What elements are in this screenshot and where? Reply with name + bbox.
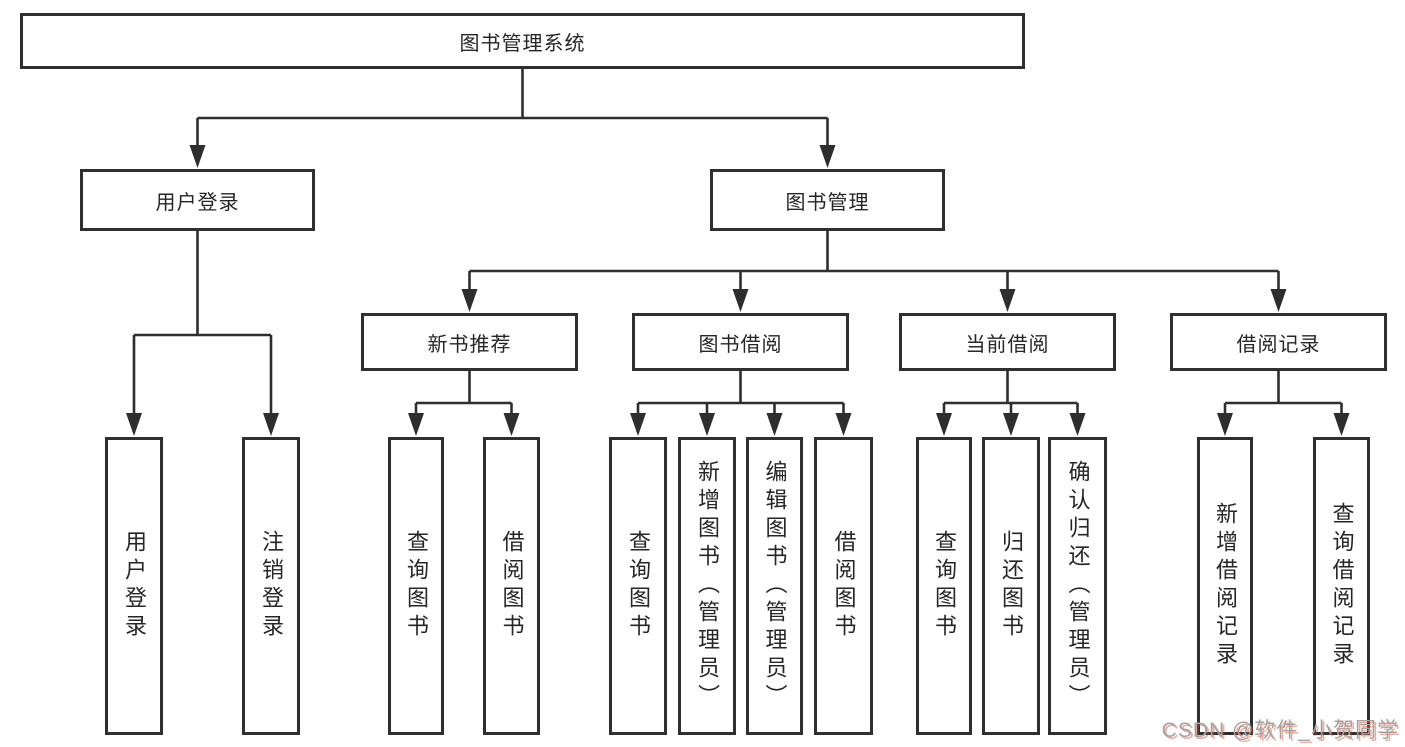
leaf-br-add-record-label: 新增借阅记录 (1213, 502, 1238, 670)
arrowhead-icon (408, 413, 424, 436)
node-current-borrow-label: 当前借阅 (965, 333, 1050, 356)
leaf-cb-return-books: 归还图书 (982, 437, 1040, 735)
leaf-user-login-label: 用户登录 (122, 530, 147, 642)
node-book-mgmt-label: 图书管理 (785, 191, 870, 214)
leaf-bb-edit-books-label: 编辑图书（管理员） (762, 460, 788, 712)
connector-line (196, 69, 829, 146)
leaf-bb-query-books-label: 查询图书 (626, 530, 651, 642)
arrowhead-icon (732, 289, 749, 312)
leaf-nbr-query-books-label: 查询图书 (404, 530, 429, 642)
connector-line (132, 231, 273, 414)
connector-new-book-rec-children (408, 371, 520, 436)
connector-current-borrow-children (936, 371, 1086, 436)
node-borrow-records-label: 借阅记录 (1236, 333, 1321, 356)
connector-root-to-level2 (189, 69, 836, 168)
arrowhead-icon (1270, 289, 1287, 312)
connector-book-borrow-children (630, 371, 852, 436)
node-new-book-rec: 新书推荐 (361, 313, 578, 371)
node-borrow-records: 借阅记录 (1170, 313, 1387, 371)
leaf-bb-borrow-books-label: 借阅图书 (831, 530, 857, 642)
leaf-br-query-record-label: 查询借阅记录 (1329, 502, 1355, 670)
arrowhead-icon (1003, 413, 1019, 436)
leaf-logout-label: 注销登录 (259, 530, 284, 642)
node-book-mgmt: 图书管理 (710, 169, 945, 231)
leaf-bb-add-books-label: 新增图书（管理员） (695, 460, 720, 712)
leaf-cb-query-books-label: 查询图书 (932, 530, 957, 642)
leaf-nbr-borrow-books-label: 借阅图书 (499, 530, 525, 642)
arrowhead-icon (1333, 413, 1350, 436)
csdn-watermark: CSDN @软件_小贺同学 (1161, 719, 1399, 742)
arrowhead-icon (936, 413, 952, 436)
connector-line (636, 371, 845, 414)
arrowhead-icon (766, 413, 783, 436)
connector-user-login-children (126, 231, 279, 436)
connector-line (414, 371, 513, 414)
leaf-br-query-record: 查询借阅记录 (1313, 437, 1370, 735)
arrowhead-icon (126, 413, 142, 436)
node-book-borrow-label: 图书借阅 (698, 333, 783, 356)
arrowhead-icon (1069, 413, 1086, 436)
connector-line (468, 231, 1280, 291)
leaf-br-add-record: 新增借阅记录 (1197, 437, 1253, 735)
connector-line (942, 371, 1079, 414)
node-user-login-label: 用户登录 (155, 191, 240, 214)
node-user-login: 用户登录 (80, 169, 315, 231)
leaf-bb-edit-books: 编辑图书（管理员） (746, 437, 803, 735)
arrowhead-icon (263, 413, 279, 436)
node-current-borrow: 当前借阅 (899, 313, 1116, 371)
arrowhead-icon (461, 289, 478, 312)
connector-book-mgmt-children (461, 231, 1287, 312)
leaf-cb-query-books: 查询图书 (916, 437, 972, 735)
leaf-bb-borrow-books: 借阅图书 (814, 437, 873, 735)
arrowhead-icon (503, 413, 520, 436)
leaf-cb-confirm-return: 确认归还（管理员） (1048, 437, 1107, 735)
leaf-cb-return-books-label: 归还图书 (999, 530, 1024, 642)
arrowhead-icon (1217, 413, 1233, 436)
leaf-bb-query-books: 查询图书 (609, 437, 667, 735)
arrowhead-icon (630, 413, 646, 436)
leaf-nbr-borrow-books: 借阅图书 (483, 437, 540, 735)
arrowhead-icon (819, 145, 836, 168)
leaf-nbr-query-books: 查询图书 (388, 437, 444, 735)
arrowhead-icon (699, 413, 715, 436)
connector-borrow-records-children (1217, 371, 1350, 436)
node-new-book-rec-label: 新书推荐 (427, 333, 512, 356)
node-book-borrow: 图书借阅 (632, 313, 849, 371)
connector-line (1223, 371, 1343, 414)
node-root-label: 图书管理系统 (459, 32, 586, 55)
arrowhead-icon (835, 413, 852, 436)
leaf-bb-add-books: 新增图书（管理员） (678, 437, 736, 735)
node-root: 图书管理系统 (20, 13, 1025, 69)
arrowhead-icon (189, 145, 206, 168)
leaf-logout: 注销登录 (242, 437, 300, 735)
leaf-cb-confirm-return-label: 确认归还（管理员） (1065, 460, 1091, 712)
arrowhead-icon (999, 289, 1016, 312)
leaf-user-login: 用户登录 (105, 437, 163, 735)
